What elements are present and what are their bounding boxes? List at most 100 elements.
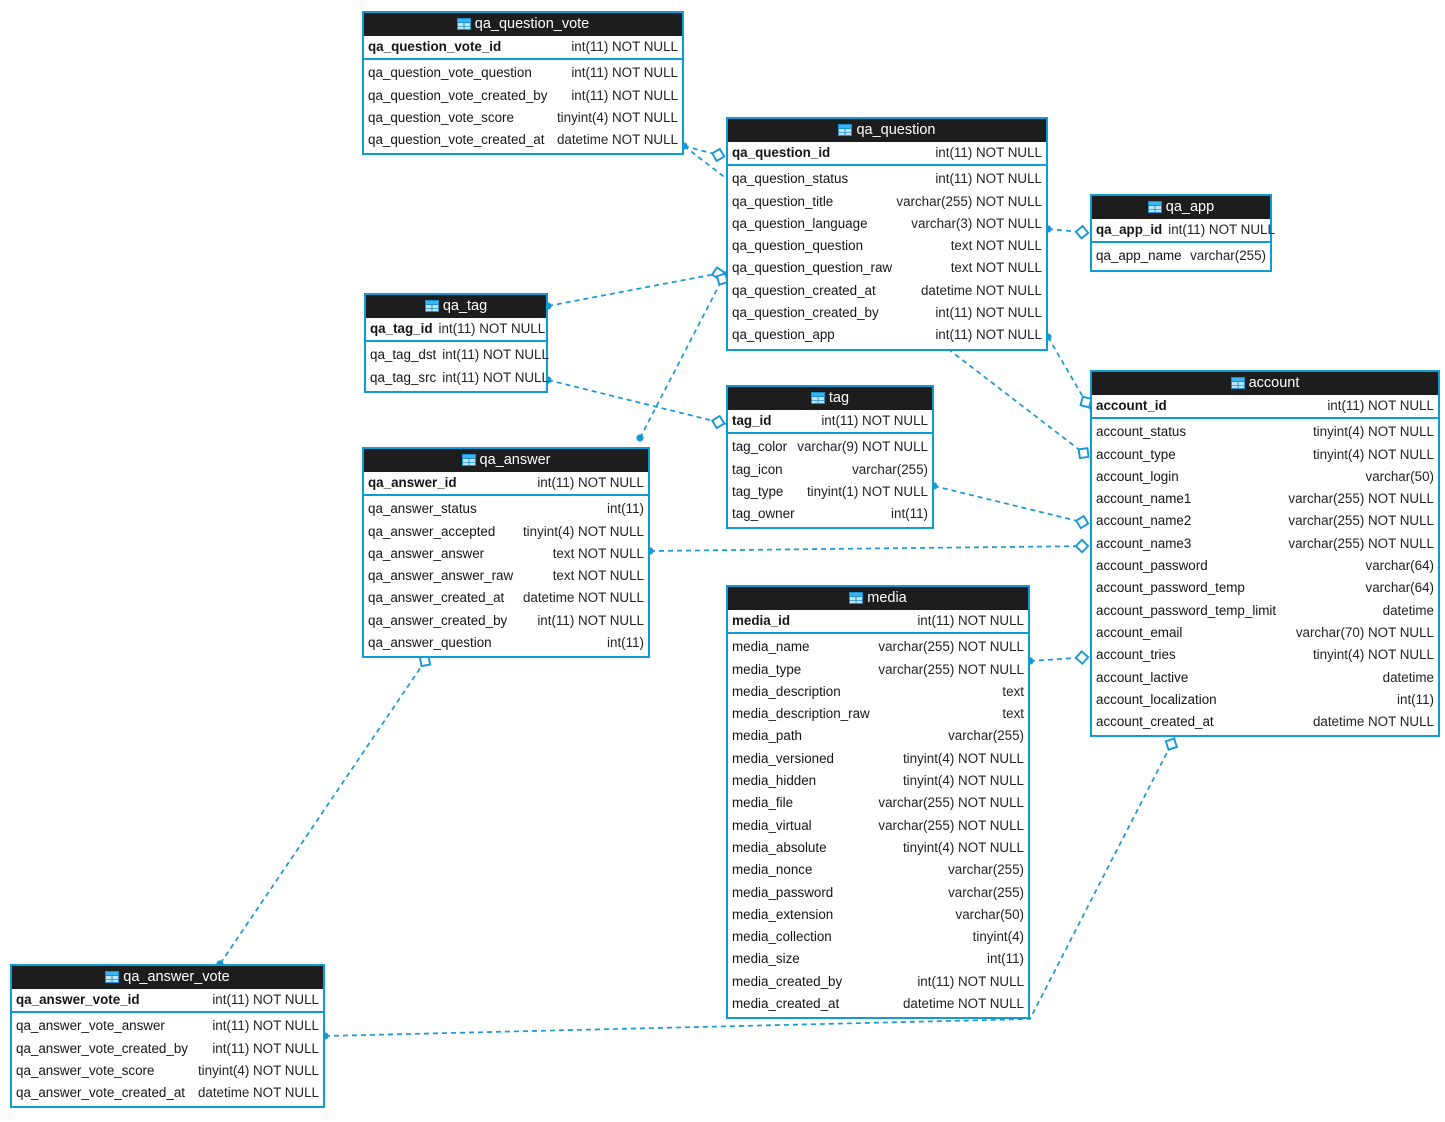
column-name: qa_question_status bbox=[732, 171, 849, 187]
relationship-line[interactable] bbox=[547, 379, 727, 425]
relationship-line[interactable] bbox=[219, 660, 426, 965]
table-header-qa_answer[interactable]: qa_answer bbox=[364, 449, 648, 472]
relationship-line[interactable] bbox=[639, 271, 727, 439]
table-header-media[interactable]: media bbox=[728, 587, 1028, 610]
relationship-line[interactable] bbox=[547, 271, 727, 307]
edge-endpoint-diamond bbox=[1074, 650, 1090, 666]
table-header-qa_answer_vote[interactable]: qa_answer_vote bbox=[12, 966, 323, 989]
relationship-line[interactable] bbox=[1047, 228, 1091, 234]
relationship-line[interactable] bbox=[1047, 336, 1091, 410]
table-header-qa_question[interactable]: qa_question bbox=[728, 119, 1046, 142]
table-header-qa_question_vote[interactable]: qa_question_vote bbox=[364, 13, 682, 36]
table-header-tag[interactable]: tag bbox=[728, 387, 932, 410]
table-header-qa_app[interactable]: qa_app bbox=[1092, 196, 1270, 219]
relationship-line[interactable] bbox=[1029, 656, 1091, 662]
table-header-account[interactable]: account bbox=[1092, 372, 1438, 395]
relationship-line[interactable] bbox=[933, 485, 1091, 525]
relationship-line[interactable] bbox=[649, 545, 1091, 552]
relationship-line[interactable] bbox=[683, 145, 727, 158]
table-header-qa_tag[interactable]: qa_tag bbox=[366, 295, 546, 318]
